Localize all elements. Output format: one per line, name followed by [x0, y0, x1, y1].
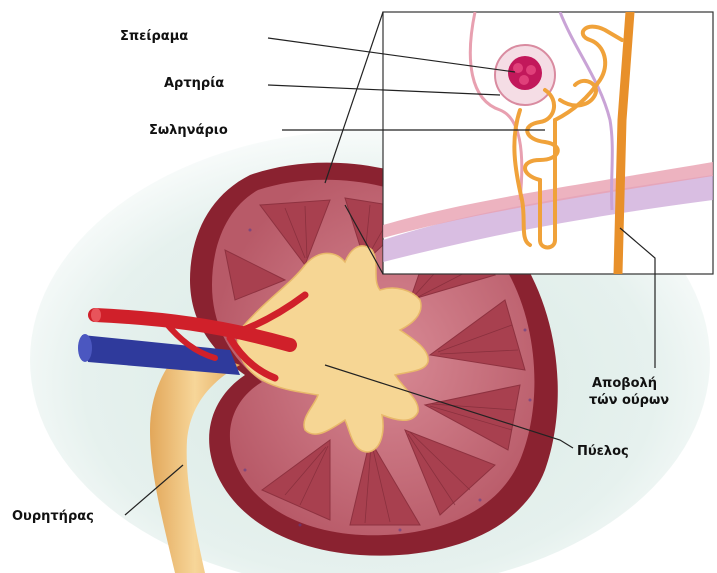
label-urine-line2: τών ούρων [589, 393, 669, 408]
label-ureter: Ουρητήρας [12, 509, 94, 524]
label-artery: Αρτηρία [164, 76, 224, 91]
label-tubule: Σωληνάριο [149, 123, 228, 138]
label-pelvis: Πύελος [577, 444, 629, 459]
label-urine-line1: Αποβολή [592, 376, 657, 391]
nephron-inset [383, 12, 713, 274]
renal-artery-end [91, 308, 101, 322]
label-glomerulus: Σπείραμα [120, 29, 188, 44]
